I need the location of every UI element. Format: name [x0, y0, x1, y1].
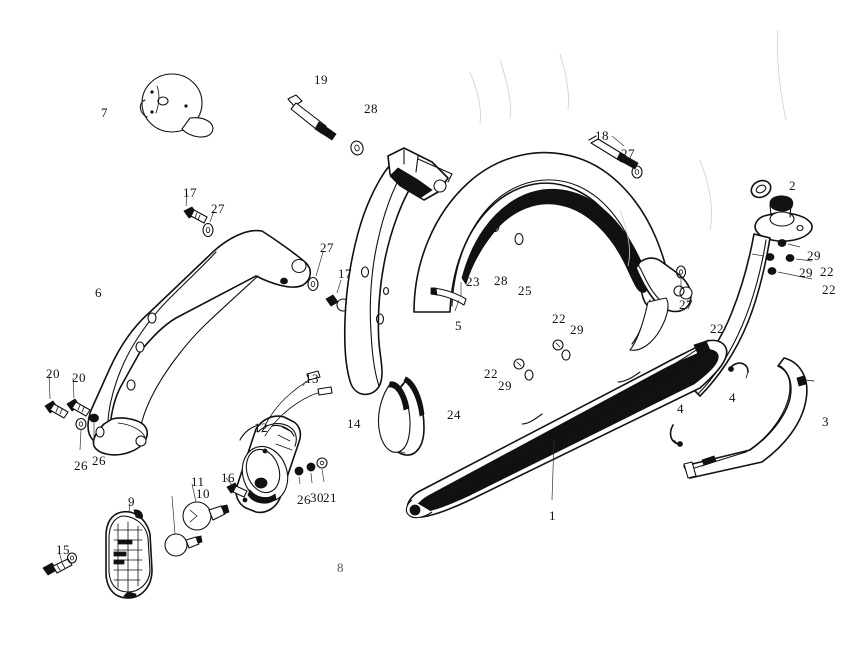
callout-22-washer: 22: [552, 311, 566, 326]
callout-26-lock-washer: 26: [74, 458, 88, 473]
callout-19-long-hex-bolt: 19: [314, 72, 328, 87]
callout-13-wiring-harness: 13: [305, 371, 319, 386]
callout-24-rubber-mount-loop: 24: [447, 407, 461, 422]
callout-29-hex-nut: 29: [799, 265, 813, 280]
part-washer-cluster-fender: [513, 285, 685, 381]
part-25-rear-fender: [343, 147, 693, 396]
part-6-support-bracket: [87, 229, 312, 446]
part-28-washer-a: [350, 140, 364, 156]
callout-11-bulb-large: 11: [191, 474, 205, 489]
part-19-long-bolt: [287, 94, 337, 141]
part-20-26-screws: [44, 373, 99, 451]
callout-28-spring-washer: 28: [494, 273, 508, 288]
callout-2-exhaust-gasket-ring: 2: [789, 178, 796, 193]
callout-9-tail-light-lens: 9: [128, 494, 135, 509]
part-15-lens-screw: [42, 551, 78, 576]
part-12-tail-light-housing: [235, 370, 333, 514]
callout-27-plain-washer: 27: [211, 201, 225, 216]
callout-6-fender-support-bracket: 6: [95, 285, 102, 300]
callout-1-muffler-silencer: 1: [549, 508, 556, 523]
part-7-rubber-mount: [139, 73, 214, 138]
part-27-washer-upper-right: [631, 165, 643, 179]
part-18-fender-bolt: [588, 135, 639, 170]
scan-artifacts: [469, 29, 787, 267]
callout-26-lock-washer: 26: [92, 453, 106, 468]
callout-5-fender-brace-strip: 5: [455, 318, 462, 333]
part-9-lens: [105, 502, 153, 599]
callout-17-bracket-bolt: 17: [338, 266, 352, 281]
callout-26-lock-washer: 26: [297, 492, 311, 507]
callout-4-heat-shield-clamp: 4: [677, 401, 684, 416]
callout-3-heat-shield: 3: [822, 414, 829, 429]
part-3-heat-shield: [683, 357, 815, 479]
callout-22-washer: 22: [484, 366, 498, 381]
callout-4-heat-shield-clamp: 4: [729, 390, 736, 405]
part-26-30-21-fasteners: [294, 457, 328, 485]
part-17-bolt-left: [183, 193, 208, 224]
callout-10-bulb-small: 10: [196, 486, 210, 501]
callout-22-washer: 22: [710, 321, 724, 336]
callout-29-hex-nut: 29: [570, 322, 584, 337]
callout-25-fender-rear-section: 25: [518, 283, 532, 298]
callout-12-tail-light-housing: 12: [254, 420, 268, 435]
callout-16-bulb-holder-screw: 16: [221, 470, 235, 485]
callout-22-washer: 22: [822, 282, 836, 297]
callout-20-mounting-screw: 20: [72, 370, 86, 385]
part-2-gasket-ring: [750, 179, 772, 199]
callout-18-fender-bolt: 18: [595, 128, 609, 143]
part-5-brace-strip: [430, 282, 467, 312]
part-10-bulb-small: [164, 495, 203, 557]
callout-27-plain-washer: 27: [621, 146, 635, 161]
callout-8-assembly-group-marker: 8: [337, 560, 344, 575]
callout-21-housing-nut: 21: [323, 490, 337, 505]
part-27-washer-left: [202, 210, 215, 238]
callout-17-bracket-bolt: 17: [183, 185, 197, 200]
callout-28-spring-washer: 28: [364, 101, 378, 116]
callout-27-plain-washer: 27: [679, 297, 693, 312]
callout-20-mounting-screw: 20: [46, 366, 60, 381]
callout-29-hex-nut: 29: [498, 378, 512, 393]
callout-14-rubber-gasket-seal: 14: [347, 416, 361, 431]
callout-22-washer: 22: [820, 264, 834, 279]
callout-29-hex-nut: 29: [807, 248, 821, 263]
part-fasteners-right-column: [751, 239, 813, 280]
part-11-bulb-large: [182, 483, 230, 531]
callout-23-fender-strip-clip: 23: [466, 274, 480, 289]
part-14-rubber-seal: [377, 381, 411, 453]
part-27-washer-right: [307, 251, 324, 292]
part-4-shield-clamps: [669, 362, 749, 447]
callout-7-rubber-mount-buffer: 7: [101, 105, 108, 120]
callout-15-lens-screw: 15: [56, 542, 70, 557]
part-16-holder-screw: [225, 477, 248, 498]
callout-27-plain-washer: 27: [320, 240, 334, 255]
part-27-washer-mid-right: [675, 265, 687, 290]
part-exhaust-header-pipe: [685, 195, 813, 397]
callout-30-spacer-bush: 30: [310, 490, 324, 505]
part-1-muffler: [405, 339, 728, 519]
